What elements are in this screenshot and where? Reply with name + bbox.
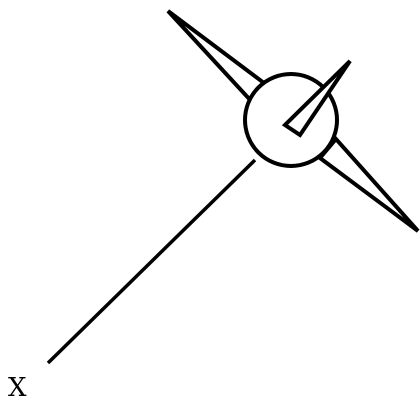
point-label-x: X [8,373,27,401]
upper-left-blade [166,9,271,106]
ray-line [46,158,257,365]
pointer-needle [281,59,352,138]
lower-right-blade [317,135,420,233]
